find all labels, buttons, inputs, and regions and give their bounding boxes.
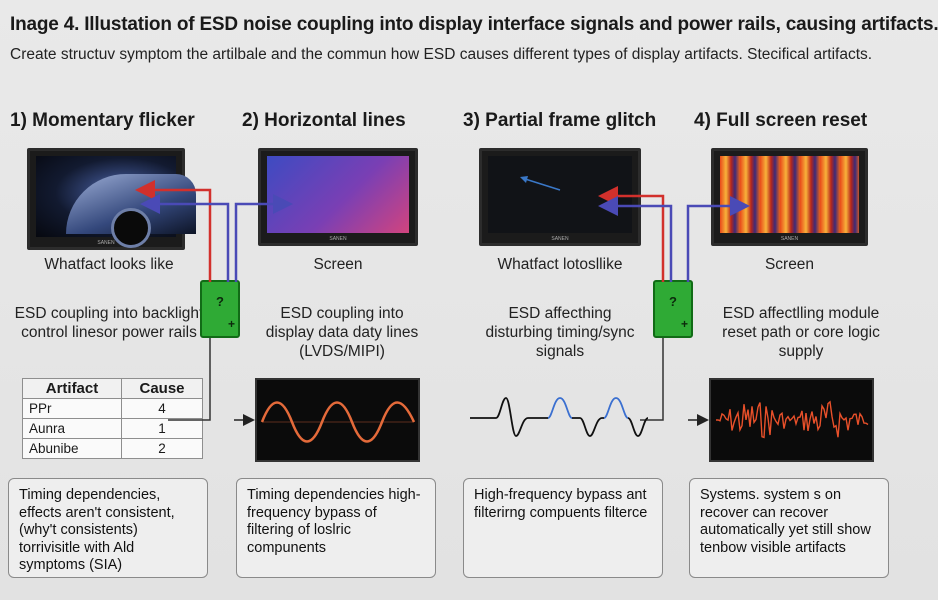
section-2-screen-caption: Screen: [313, 256, 363, 273]
monitor-2-brand: SANEN: [329, 236, 347, 242]
section-3-note-box: High-frequency bypass ant filterirng com…: [463, 478, 663, 578]
table-header-cause: Cause: [121, 378, 203, 399]
sync-pulse-waveform-blue-2: [603, 397, 629, 419]
monitor-3-brand: SANEN: [551, 236, 569, 242]
signal-wire-red-2: [598, 186, 665, 282]
monitor-4-brand: SANEN: [780, 236, 799, 242]
esd-chip-1-label: ?: [216, 294, 224, 309]
sync-pulse-waveform-black: [470, 397, 548, 437]
sync-pulse-waveform-blue-1: [547, 397, 573, 419]
glitch-arrow-icon: [521, 177, 561, 191]
section-3-screen-caption: Whatfact lotosllike: [497, 256, 623, 273]
monitor-1-screen: [36, 156, 196, 248]
car-wheel-shape: [111, 208, 151, 248]
scope-1-sine-wave: [260, 401, 416, 443]
monitor-2-horizontal-lines: SANEN: [258, 148, 418, 246]
esd-chip-2: ?: [653, 280, 693, 338]
chip-1-plus-symbol: +: [228, 317, 235, 331]
section-4-description: ESD affectlling module reset path or cor…: [722, 305, 880, 360]
oscilloscope-2: [709, 378, 874, 462]
page-title: Inage 4. Illustation of ESD noise coupli…: [10, 14, 938, 35]
esd-chip-2-label: ?: [669, 294, 677, 309]
signal-wire-blue-1b: [234, 194, 293, 282]
table-cell-cause: 4: [121, 398, 203, 419]
section-4-screen-caption: Screen: [764, 256, 815, 273]
signal-wire-blue-2b: [686, 196, 750, 282]
glitch-arrowhead-icon: [520, 176, 528, 183]
section-1-note-box: Timing dependencies, effects aren't cons…: [8, 478, 208, 578]
section-3-description: ESD affecthing disturbing timing/sync si…: [485, 305, 635, 360]
section-4-heading: 4) Full screen reset: [694, 110, 868, 131]
sync-pulse-waveform-tail: [627, 417, 649, 437]
section-1-description: ESD coupling into backlight control line…: [14, 305, 204, 341]
table-row: PPr 4: [22, 398, 203, 419]
scope-2-noise-waveform: [715, 400, 869, 439]
section-1-heading: 1) Momentary flicker: [10, 110, 195, 131]
sync-pulse-waveform-gap: [572, 417, 604, 437]
monitor-1-brand: SANEN: [97, 240, 115, 246]
esd-chip-1: ?: [200, 280, 240, 338]
wiring-overlay: + +: [135, 176, 869, 443]
table-cell-artifact: PPr: [22, 398, 122, 419]
table-cell-cause: 2: [121, 438, 203, 459]
signal-wire-blue-1a: [140, 194, 230, 282]
section-2-note-box: Timing dependencies high-frequency bypas…: [236, 478, 436, 578]
chip-1-ground-wire: [168, 338, 211, 421]
artifact-cause-table: Artifact Cause PPr 4 Aunra 1 Abunibe 2: [22, 378, 203, 459]
table-row: Abunibe 2: [22, 438, 203, 459]
table-header-artifact: Artifact: [22, 378, 122, 399]
chip-2-plus-symbol: +: [681, 317, 688, 331]
table-row: Aunra 1: [22, 418, 203, 439]
section-1-screen-caption: Whatfact looks like: [44, 256, 174, 273]
chip-2-ground-wire: [640, 338, 664, 421]
table-cell-artifact: Abunibe: [22, 438, 122, 459]
signal-wire-blue-2a: [598, 196, 673, 282]
section-2-description: ESD coupling into display data daty line…: [265, 305, 419, 360]
signal-wire-red-1: [135, 180, 212, 282]
section-2-heading: 2) Horizontal lines: [242, 110, 406, 131]
section-4-note-box: Systems. system s on recover can recover…: [689, 478, 889, 578]
oscilloscope-1: [255, 378, 420, 462]
monitor-4-screen: [720, 156, 859, 233]
section-3-heading: 3) Partial frame glitch: [463, 110, 657, 131]
page-subtitle: Create structuv symptom the artilbale an…: [10, 46, 873, 63]
